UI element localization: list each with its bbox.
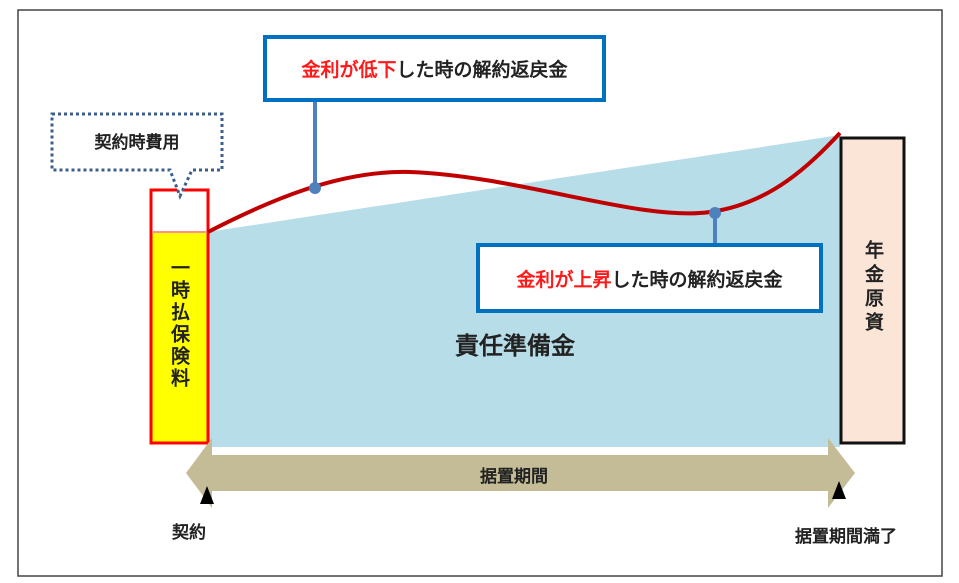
deferral-end-label: 据置期間満了 (795, 527, 897, 547)
rate-down-highlight: 金利が低下 (301, 59, 397, 81)
initial-cost-callout (50, 112, 224, 200)
annuity-fund-bar (839, 136, 906, 445)
deferral-period-arrow (186, 438, 855, 508)
contract-marker-icon (200, 486, 214, 504)
rate-down-callout: 金利が低下した時の解約返戻金 (263, 35, 606, 102)
rate-up-callout: 金利が上昇した時の解約返戻金 (476, 243, 823, 313)
surrender-value-curve (207, 131, 842, 234)
outer-frame (17, 9, 943, 577)
rate-up-point (709, 207, 721, 219)
rate-up-text: した時の解約返戻金 (611, 268, 783, 291)
premium-label: 一時払保険料 (168, 258, 190, 390)
initial-cost-label: 契約時費用 (94, 133, 180, 153)
rate-down-point (309, 182, 321, 194)
rate-up-highlight: 金利が上昇 (516, 268, 612, 291)
rate-down-text: した時の解約返戻金 (396, 59, 568, 81)
deferral-end-marker-icon (832, 481, 846, 499)
annuity-fund-label: 年金原資 (862, 240, 884, 336)
reserve-label: 責任準備金 (455, 332, 575, 360)
contract-label: 契約 (172, 523, 206, 543)
deferral-period-label: 据置期間 (480, 467, 548, 487)
